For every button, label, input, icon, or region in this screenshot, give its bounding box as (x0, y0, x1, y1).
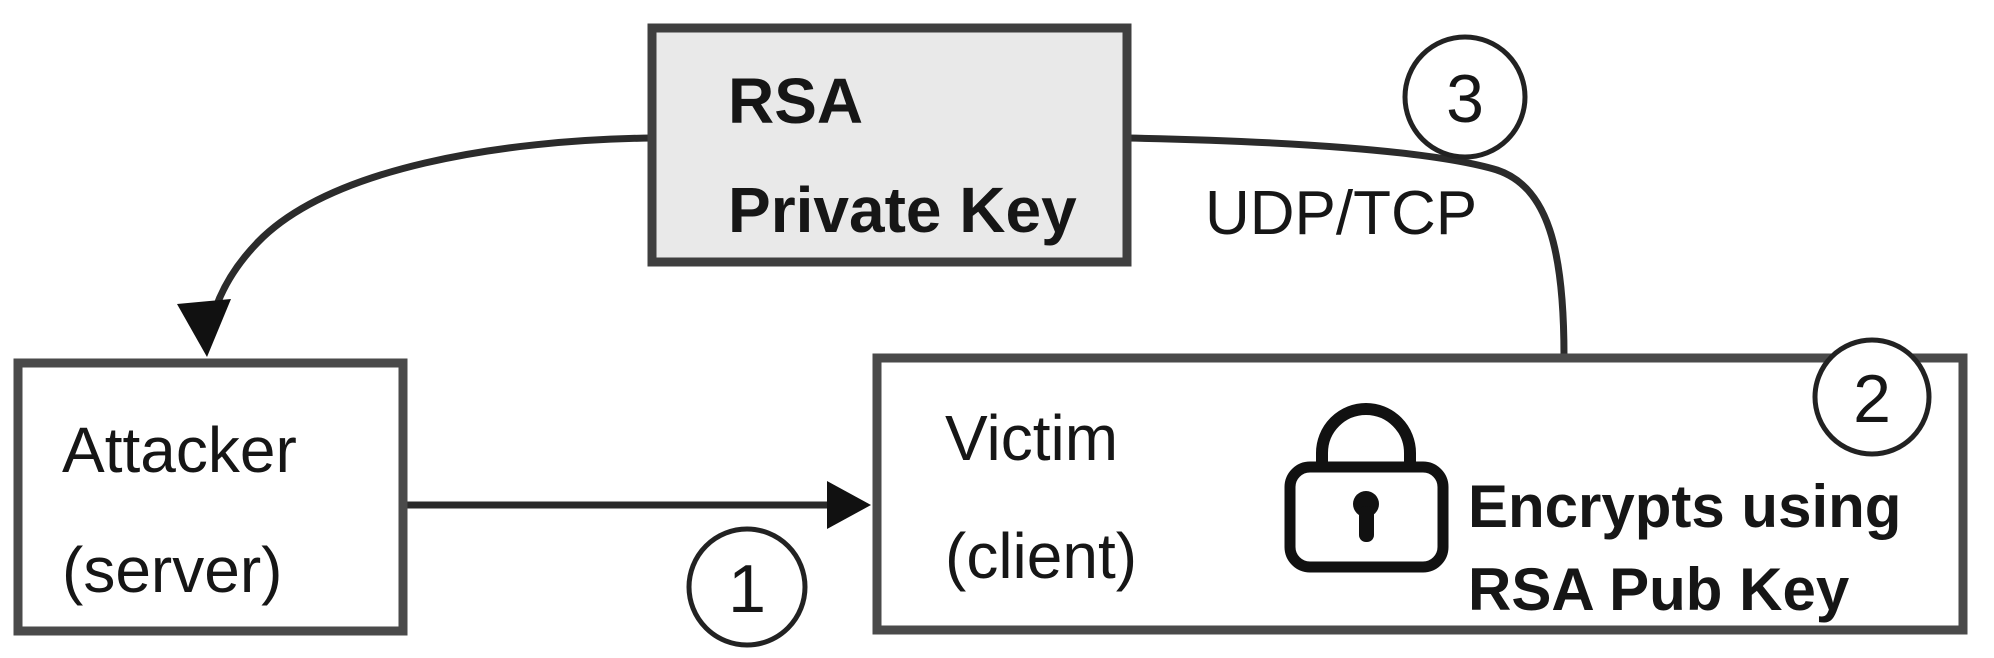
lock-icon (1284, 403, 1449, 573)
step-badge-3: 3 (1402, 34, 1528, 160)
lock-keyhole-stem (1359, 506, 1374, 542)
step-badge-1: 1 (686, 526, 808, 648)
victim-label-line1: Victim (945, 402, 1118, 474)
curve-rsa-to-attacker (203, 134, 653, 345)
step-2-circle (1812, 337, 1932, 457)
victim-label-line2: (client) (945, 520, 1137, 592)
step-1-number: 1 (728, 551, 766, 627)
encrypts-note-line2: RSA Pub Key (1468, 556, 1850, 623)
encrypts-note-line1: Encrypts using (1468, 473, 1901, 540)
rsa-private-key-box (647, 23, 1132, 267)
attacker-box (13, 358, 408, 636)
rsa-private-key-label-line2: Private Key (728, 174, 1077, 246)
arrowhead-right-icon (827, 481, 871, 529)
step-badge-2: 2 (1812, 337, 1932, 457)
protocol-label: UDP/TCP (1205, 179, 1477, 248)
step-3-circle (1402, 34, 1528, 160)
attacker-label-line1: Attacker (62, 414, 297, 486)
attacker-label-line2: (server) (62, 534, 282, 606)
connector-attacker-to-victim (403, 481, 871, 529)
step-2-number: 2 (1853, 361, 1891, 437)
curve-rsa-to-victim (1126, 134, 1568, 357)
connector-rsa-to-attacker (177, 134, 653, 357)
lock-shackle (1316, 403, 1416, 472)
step-1-circle (686, 526, 808, 648)
node-victim: Victim (client) Encrypts using RSA Pub K… (872, 353, 1968, 635)
node-attacker: Attacker (server) (13, 358, 408, 636)
rsa-private-key-label-line1: RSA (728, 65, 863, 137)
step-3-number: 3 (1446, 61, 1484, 137)
arrowhead-down-icon (177, 299, 231, 357)
node-rsa-private-key: RSA Private Key (647, 23, 1132, 267)
